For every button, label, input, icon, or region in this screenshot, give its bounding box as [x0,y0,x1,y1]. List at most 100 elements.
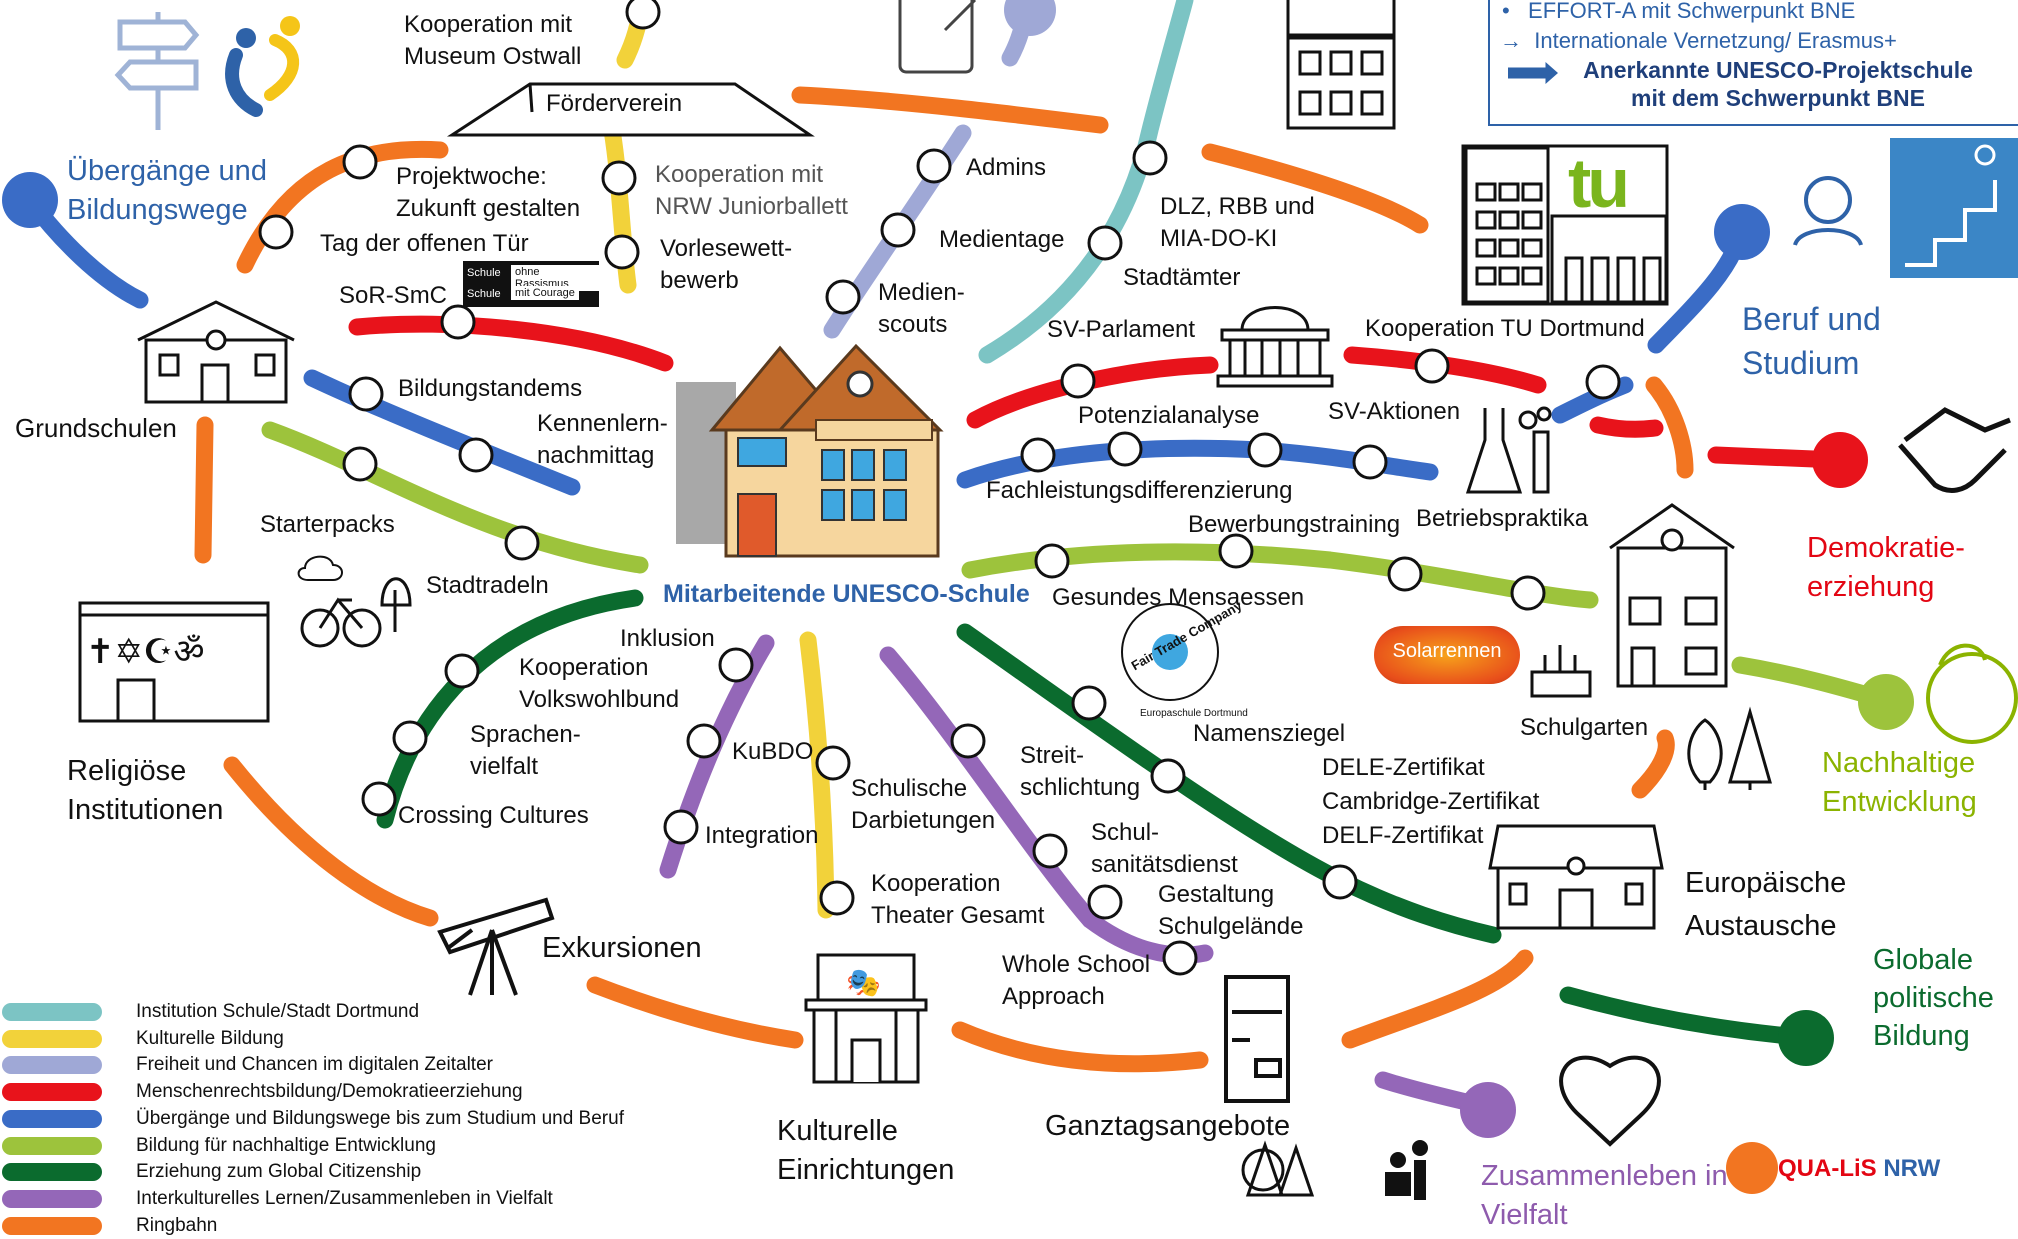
religious-building-icon: ✝✡☪ॐ [78,601,270,723]
plant-box-icon [1530,645,1592,698]
global-line [956,623,1502,944]
ringbahn-line [586,976,804,1049]
hub-globale: Globale politische Bildung [1873,944,1994,1052]
station-sv-parlament: SV-Parlament [1047,316,1196,343]
bicycle-icon [300,577,412,648]
hub-demokratie: Demokratie- erziehung [1807,532,1965,603]
station-dlz: DLZ, RBB und MIA-DO-KI [1160,193,1315,252]
flask-icon [1465,406,1552,494]
legend-swatch [2,1003,102,1021]
legend-label: Ringbahn [136,1214,218,1236]
hub-zusammenleben: Zusammenleben in Vielfalt [1481,1160,1728,1231]
svg-text:✝✡☪ॐ: ✝✡☪ॐ [86,632,204,672]
station-gelaende: Gestaltung Schulgelände [1158,881,1304,940]
station-sani: Schul- sanitätsdienst [1091,819,1238,878]
telescope-icon [437,897,555,996]
hub-dot [1778,1010,1834,1066]
station-whole: Whole School Approach [1002,951,1151,1010]
legend-label: Menschenrechtsbildung/Demokratieerziehun… [136,1081,523,1103]
hub-uebergaenge: Übergänge und Bildungswege [67,155,267,226]
hub-dot [1812,432,1868,488]
hub-dot [1714,204,1770,260]
ringbahn-line [223,756,439,927]
station-delf: DELF-Zertifikat [1322,822,1484,849]
station-medienscouts: Medien- scouts [878,279,965,338]
center-title: Mitarbeitende UNESCO-Schule [663,580,1030,608]
book-icon [446,82,815,137]
globe-leaves-icon [1926,643,2018,744]
solarrennen-badge: Solarrennen [1374,626,1520,684]
info-box: • EFFORT-A mit Schwerpunkt BNE → Interna… [1488,0,2018,126]
hub-dot [1460,1082,1516,1138]
station-crossing: Crossing Cultures [398,802,589,829]
station-medientage: Medientage [939,226,1065,253]
building-icon [1286,0,1396,130]
station-cambridge: Cambridge-Zertifikat [1322,788,1540,815]
station-dele: DELE-Zertifikat [1322,754,1485,781]
theater-icon: 🎭 [804,953,928,1084]
station-potenzial: Potenzialanalyse [1078,402,1260,429]
legend-swatch [2,1136,102,1155]
ringbahn-line [194,416,214,564]
station-sprachen: Sprachen- vielfalt [470,721,581,780]
sor-badge: Schule ohne Rassismus Schule mit Courage [463,261,599,307]
ringbahn-line [1341,949,1534,1049]
interkultur-line [879,646,1214,964]
hub-beruf: Beruf und Studium [1742,301,1881,381]
hub-dot [1858,674,1914,730]
station-vhs: Kooperation Volkswohlbund [519,654,680,713]
cloud-icon [297,555,343,581]
station-fachleistung: Fachleistungsdifferenzierung [986,477,1293,504]
hub-europaeische: Europäische Austausche [1685,867,1847,942]
legend-swatch [2,1216,102,1235]
kultur-line [799,631,835,919]
fairtrade-logo-icon: Europaschule Dortmund [1121,603,1248,719]
menschenrechte-line [1343,346,1547,394]
station-schulgarten: Schulgarten [1520,714,1649,741]
station-namensziegel: Namensziegel [1193,720,1346,747]
station-bildungstandems: Bildungstandems [398,375,583,402]
ringbahn-line [1201,143,1429,234]
info-item: → Internationale Vernetzung/ Erasmus+ [1500,28,1897,53]
station-starterpacks: Starterpacks [260,511,395,538]
station-sor: SoR-SmC [339,282,448,309]
person-question-icon [1793,176,1863,246]
arrow-icon [1508,62,1558,84]
legend-swatch [2,1083,102,1102]
hub-dot [2,172,58,228]
station-admins: Admins [966,154,1047,181]
menschenrechte-line [348,315,674,372]
station-kubdo: KuBDO [732,738,814,765]
legend-swatch [2,1109,102,1128]
central-school-icon [676,343,944,558]
hub-kulturelle-einrichtungen: Kulturelle Einrichtungen [777,1115,955,1186]
legend-label: Übergänge und Bildungswege bis zum Studi… [136,1107,624,1129]
legend-swatch [2,1163,102,1182]
svg-text:Europaschule Dortmund: Europaschule Dortmund [1140,708,1248,719]
signpost-icon [114,12,200,130]
legend-swatch [2,1056,102,1075]
ringbahn-line [791,86,1109,134]
station-stadtaemter: Stadtämter [1123,264,1241,291]
document-icon [1224,975,1290,1103]
legend-label: Erziehung zum Global Citizenship [136,1161,422,1183]
station-mensa: Gesundes Mensaessen [1052,584,1305,611]
legend-label: Interkulturelles Lernen/Zusammenleben in… [136,1187,553,1209]
achievement-icon [1890,138,2018,278]
hub-nachhaltige: Nachhaltige Entwicklung [1822,747,1977,818]
station-streit: Streit- schlichtung [1020,742,1141,801]
bne-line [261,421,649,574]
legend-swatch [2,1189,102,1208]
station-integration: Integration [705,822,819,849]
menschenrechte-line [1589,416,1664,438]
station-stadtradeln: Stadtradeln [426,572,549,599]
station-tu-koop: Kooperation TU Dortmund [1365,315,1645,342]
handshake-icon [1898,407,2011,493]
station-kennenlern: Kennenlern- nachmittag [537,410,668,469]
svg-text:🎭: 🎭 [846,966,881,999]
school-house-icon [137,300,295,404]
legend-swatch [2,1029,102,1048]
tablet-icon [898,0,977,74]
station-projektwoche: Projektwoche: Zukunft gestalten [396,163,581,222]
